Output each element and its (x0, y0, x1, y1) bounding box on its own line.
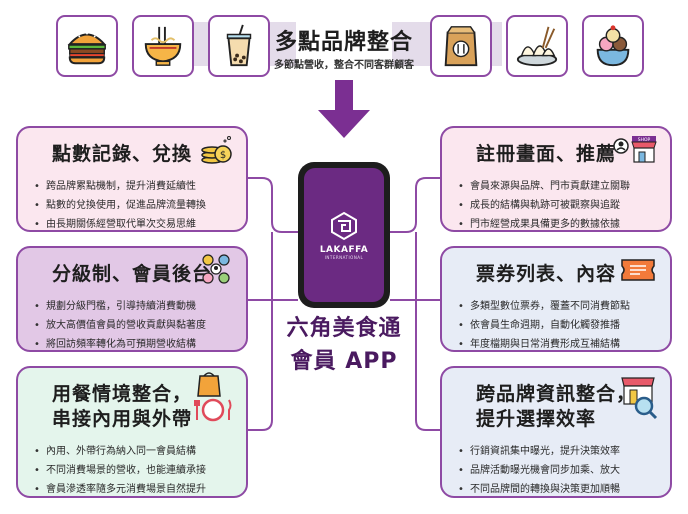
card-dining-title-1: 用餐情境整合， (52, 383, 193, 405)
list-item: 行銷資訊集中曝光，提升決策效率 (456, 442, 656, 461)
coins-icon: $ (201, 136, 232, 164)
card-vouchers-title: 票券列表、內容 (476, 263, 617, 285)
card-tiers: 分級制、會員後台 規劃分級門檻，引導持續消費動機 放大高價值會員的營收貢獻與黏著… (16, 246, 248, 354)
svg-text:$: $ (220, 150, 226, 161)
phone-screen: LAKAFFA INTERNATIONAL (304, 168, 384, 302)
list-item: 門市經營成果具備更多的數據依據 (456, 215, 656, 234)
card-register: 註冊畫面、推薦 SHOP 會員來源與品牌、門市貢獻建立關聯 成長的結構與軌跡可被… (440, 126, 672, 234)
list-item: 會員來源與品牌、門市貢獻建立關聯 (456, 177, 656, 196)
card-info: 跨品牌資訊整合， 提升選擇效率 行銷資訊集中曝光，提升決策效率 品牌活動曝光機會… (440, 366, 672, 499)
app-name: LAKAFFA (319, 244, 369, 255)
card-dining-title-2: 串接內用與外帶 (52, 408, 193, 430)
title-backdrop (296, 24, 392, 68)
center-label-line2: 會員 APP (290, 349, 398, 374)
list-item: 不同消費場景的營收，也能連續承接 (32, 461, 232, 480)
center-label: 六角美食通 會員 APP (270, 312, 418, 378)
card-points-title: 點數記錄、兌換 (52, 143, 193, 165)
lakaffa-logo-icon (331, 211, 357, 240)
card-vouchers: 票券列表、內容 多類型數位票券，覆蓋不同消費節點 依會員生命週期，自動化觸發推播… (440, 246, 672, 354)
list-item: 不同品牌間的轉換與決策更加順暢 (456, 480, 656, 499)
header-title: 多點品牌整合 (274, 30, 413, 55)
list-item: 內用、外帶行為納入同一會員結構 (32, 442, 232, 461)
noodle-bowl-icon (132, 15, 194, 77)
list-item: 會員滲透率隨多元消費場景自然提升 (32, 480, 232, 499)
phone-mockup: LAKAFFA INTERNATIONAL (298, 162, 390, 308)
list-item: 成長的結構與軌跡可被觀察與追蹤 (456, 196, 656, 215)
burger-icon (56, 15, 118, 77)
list-item: 多類型數位票券，覆蓋不同消費節點 (456, 297, 656, 316)
list-item: 點數的兌換使用，促進品牌流量轉換 (32, 196, 232, 215)
shop-referral-icon: SHOP (613, 136, 657, 163)
app-tagline: INTERNATIONAL (324, 254, 364, 260)
ticket-icon (621, 259, 655, 281)
card-points: 點數記錄、兌換 $ 跨品牌累點機制，提升消費延續性 點數的兌換使用，促進品牌流量… (16, 126, 248, 234)
card-info-title-1: 跨品牌資訊整合， (476, 383, 637, 405)
takeout-bag-icon (430, 15, 492, 77)
store-search-icon (621, 377, 658, 420)
center-label-line1: 六角美食通 (286, 316, 402, 341)
svg-text:SHOP: SHOP (638, 137, 651, 143)
ice-cream-icon (582, 15, 644, 77)
list-item: 將回訪頻率轉化為可預期營收結構 (32, 335, 232, 354)
list-item: 年度檔期與日常消費形成互補結構 (456, 335, 656, 354)
list-item: 跨品牌累點機制，提升消費延續性 (32, 177, 232, 196)
list-item: 放大高價值會員的營收貢獻與黏著度 (32, 316, 232, 335)
dumplings-icon (506, 15, 568, 77)
down-arrow-icon (318, 80, 370, 138)
card-dining: 用餐情境整合， 串接內用與外帶 內用、外帶行為納入同一會員結構 不同消費場景的營… (16, 366, 248, 499)
header-subtitle: 多節點營收，整合不同客群顧客 (274, 60, 414, 71)
dining-takeout-icon (194, 372, 232, 422)
member-network-icon (202, 254, 230, 284)
list-item: 品牌活動曝光機會同步加乘、放大 (456, 461, 656, 480)
list-item: 由長期關係經營取代單次交易思維 (32, 215, 232, 234)
bubble-tea-icon (208, 15, 270, 77)
card-register-title: 註冊畫面、推薦 (476, 143, 617, 165)
card-tiers-title: 分級制、會員後台 (52, 263, 213, 285)
list-item: 規劃分級門檻，引導持續消費動機 (32, 297, 232, 316)
card-info-title-2: 提升選擇效率 (476, 408, 597, 430)
list-item: 依會員生命週期，自動化觸發推播 (456, 316, 656, 335)
